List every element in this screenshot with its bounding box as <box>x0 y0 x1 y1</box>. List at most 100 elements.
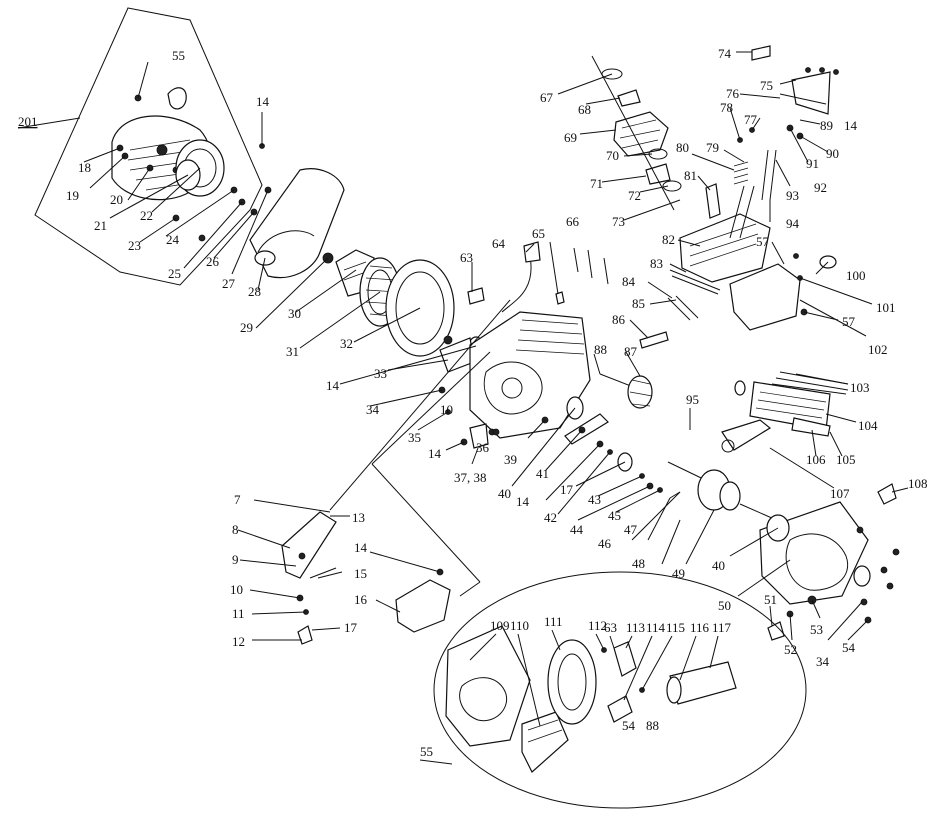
part-label-80: 80 <box>676 140 689 155</box>
part-label-82: 82 <box>662 232 675 247</box>
part-label-65: 65 <box>532 226 545 241</box>
throttle-bracket <box>281 511 337 645</box>
part-label-91: 91 <box>806 156 819 171</box>
part-label-111: 111 <box>544 614 563 629</box>
part-label-20: 20 <box>110 192 123 207</box>
part-label-76: 76 <box>726 86 740 101</box>
part-label-15: 15 <box>354 566 367 581</box>
part-label-31: 31 <box>286 344 299 359</box>
electric-start-housing <box>445 625 531 747</box>
part-label-36: 36 <box>476 440 490 455</box>
part-label-103: 103 <box>850 380 870 395</box>
part-label-78: 78 <box>720 100 733 115</box>
part-label-41: 41 <box>536 466 549 481</box>
part-label-52: 52 <box>784 642 797 657</box>
push-rods <box>729 149 777 239</box>
part-label-14f: 14 <box>354 540 368 555</box>
leader-201 <box>17 117 81 129</box>
part-label-114: 114 <box>646 620 666 635</box>
part-label-74: 74 <box>718 46 732 61</box>
part-label-53: 53 <box>810 622 823 637</box>
part-label-107: 107 <box>830 486 850 501</box>
part-label-117: 117 <box>712 620 732 635</box>
part-label-16: 16 <box>354 592 368 607</box>
part-label-83: 83 <box>650 256 663 271</box>
part-label-54b: 54 <box>622 718 636 733</box>
recoil-starter-group-outline <box>34 7 263 286</box>
part-label-37-38: 37, 38 <box>454 470 487 485</box>
part-label-45: 45 <box>608 508 621 523</box>
part-label-22: 22 <box>140 208 153 223</box>
blower-housing <box>249 168 345 279</box>
part-label-47: 47 <box>624 522 638 537</box>
part-label-42: 42 <box>544 510 557 525</box>
part-label-33: 33 <box>374 366 387 381</box>
part-label-85: 85 <box>632 296 645 311</box>
part-label-81: 81 <box>684 168 697 183</box>
part-label-102: 102 <box>868 342 888 357</box>
camshaft <box>599 373 653 409</box>
part-label-40b: 40 <box>712 558 725 573</box>
part-label-39: 39 <box>504 452 517 467</box>
part-label-7: 7 <box>234 492 241 507</box>
part-label-66: 66 <box>566 214 580 229</box>
part-label-100: 100 <box>846 268 866 283</box>
oil-drain-parts <box>767 483 900 641</box>
part-label-110: 110 <box>510 618 529 633</box>
part-label-116: 116 <box>690 620 710 635</box>
electric-start-110 <box>521 711 569 773</box>
part-label-14b: 14 <box>326 378 340 393</box>
part-label-11: 11 <box>232 606 245 621</box>
part-label-67: 67 <box>540 90 554 105</box>
electric-start-option-outline <box>433 571 807 809</box>
valve-springs <box>733 161 749 185</box>
crankshaft <box>667 461 791 527</box>
part-label-17: 17 <box>560 482 574 497</box>
control-assembly-16 <box>395 568 451 633</box>
part-label-12: 12 <box>232 634 245 649</box>
part-label-104: 104 <box>858 418 878 433</box>
part-label-32: 32 <box>340 336 353 351</box>
part-label-9: 9 <box>232 552 239 567</box>
part-label-57: 57 <box>756 234 770 249</box>
part-label-72: 72 <box>628 188 641 203</box>
part-label-73: 73 <box>612 214 625 229</box>
part-label-17b: 17 <box>344 620 358 635</box>
part-label-29: 29 <box>240 320 253 335</box>
part-label-108: 108 <box>908 476 928 491</box>
part-label-75: 75 <box>760 78 773 93</box>
part-36-37-38 <box>438 386 500 449</box>
part-label-14e: 14 <box>844 118 858 133</box>
part-label-69: 69 <box>564 130 577 145</box>
carb-gaskets <box>591 55 682 211</box>
part-label-90: 90 <box>826 146 839 161</box>
part-label-71: 71 <box>590 176 603 191</box>
starter-solenoid-parts <box>601 641 645 723</box>
part-label-19: 19 <box>66 188 79 203</box>
part-label-64: 64 <box>492 236 506 251</box>
part-label-63b: 63 <box>604 620 617 635</box>
part-label-94: 94 <box>786 216 800 231</box>
part-label-25: 25 <box>168 266 181 281</box>
crankcase-block <box>469 311 591 439</box>
part-label-88b: 88 <box>646 718 659 733</box>
part-label-8: 8 <box>232 522 239 537</box>
electric-start-flywheel <box>547 639 597 725</box>
part-label-54: 54 <box>842 640 856 655</box>
part-label-10b: 10 <box>230 582 243 597</box>
valves <box>639 295 699 349</box>
part-label-30: 30 <box>288 306 301 321</box>
part-label-14: 14 <box>256 94 270 109</box>
part-label-14d: 14 <box>516 494 530 509</box>
part-label-92: 92 <box>814 180 827 195</box>
piston-pin <box>734 380 831 437</box>
leader-lines <box>83 51 909 765</box>
part-label-27: 27 <box>222 276 236 291</box>
part-label-10: 10 <box>440 402 453 417</box>
part-label-106: 106 <box>806 452 826 467</box>
part-label-46: 46 <box>598 536 612 551</box>
part-label-77: 77 <box>744 112 758 127</box>
fuel-line-64 <box>501 241 541 313</box>
